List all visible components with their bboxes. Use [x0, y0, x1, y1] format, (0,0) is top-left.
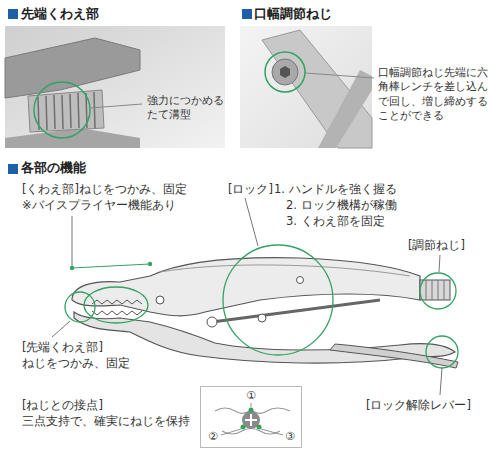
section-heading: 先端くわえ部 [21, 6, 99, 23]
step-text: 1. ハンドルを強く握る [274, 182, 397, 197]
section-heading: 各部の機能 [21, 160, 86, 177]
section-heading: 口幅調節ねじ [254, 6, 332, 23]
note-text: ※バイスプライヤー機能あり [22, 198, 176, 213]
part-label: [ロック解除レバー] [366, 398, 471, 413]
part-label: [ロック] [228, 182, 273, 197]
photo-caption: 強力につかめる たて溝型 [147, 94, 229, 123]
step-text: 2. ロック機構が稼働 [286, 198, 397, 213]
part-label: [ねじとの接点] [22, 398, 103, 413]
part-label: [調節ねじ] [408, 238, 465, 253]
step-text: 3. くわえ部を固定 [286, 214, 385, 229]
part-description: ねじをつかみ、固定 [22, 356, 130, 371]
callout-number: ③ [285, 430, 295, 444]
contact-inset: ① ② ③ [200, 386, 302, 448]
photo-panel: 先端くわえ部強力につかめる たて溝型 [5, 4, 232, 150]
photo-note: 口幅調節ねじ先端に六角棒レンチを差し込んで回し、増し締めすることができる [378, 66, 492, 123]
callout-number: ② [208, 430, 218, 444]
part-label: [くわえ部]ねじをつかみ、固定 [22, 182, 187, 197]
callout-number: ① [246, 389, 256, 403]
part-label: [先端くわえ部] [22, 340, 103, 355]
part-description: 三点支持で、確実にねじを保持 [22, 414, 190, 429]
photo-panel: 口幅調節ねじ [238, 4, 372, 150]
